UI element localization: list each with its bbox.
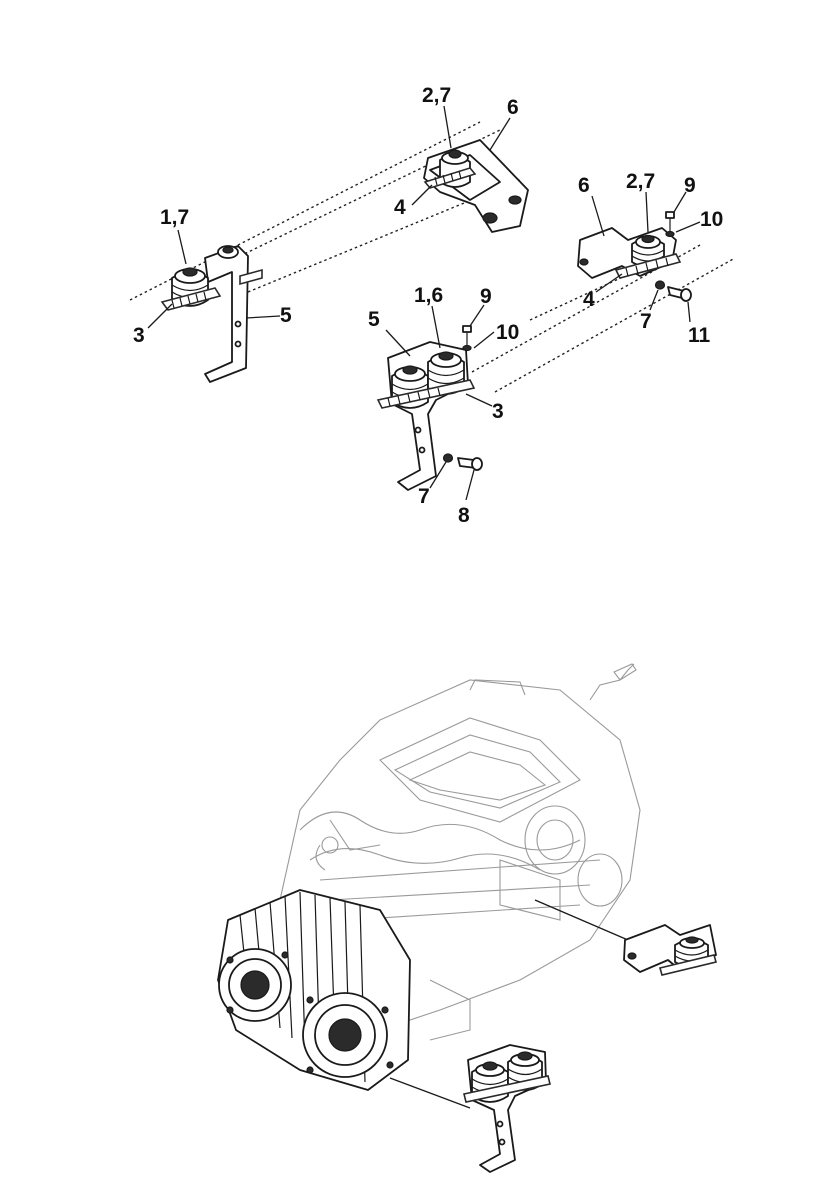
label-right-bracket: 6: [578, 174, 590, 197]
label-center-nut: 7: [418, 485, 430, 508]
label-upper-rear-mount: 2,7: [422, 84, 451, 107]
rear-mount-detail: [623, 924, 717, 976]
label-center-mount: 1,6: [414, 284, 443, 307]
label-right-mount: 2,7: [626, 170, 655, 193]
alignment-lines: [129, 121, 736, 393]
label-left-mount: 1,7: [160, 206, 189, 229]
label-left-pad: 3: [133, 324, 145, 347]
front-mount-detail: [463, 1044, 551, 1173]
label-right-nut: 7: [640, 310, 652, 333]
label-right-washer: 10: [700, 208, 723, 231]
left-mount: [160, 245, 263, 383]
engine-assembly-icon: [217, 663, 717, 1173]
label-center-screw: 8: [458, 504, 470, 527]
label-right-bolt: 9: [684, 174, 696, 197]
callout-labels: 2,7 6 4 1,7 3 5 6 2,7 9 10 4 7 11 5 1,6 …: [133, 84, 723, 527]
leader-lines: [147, 105, 701, 501]
right-mount: [577, 211, 692, 302]
label-upper-rear-bracket: 6: [507, 96, 519, 119]
engine-mount-exploded-icon: 2,7 6 4 1,7 3 5 6 2,7 9 10 4 7 11 5 1,6 …: [129, 84, 736, 527]
label-right-screw: 11: [688, 324, 711, 347]
label-right-pad: 4: [583, 288, 595, 311]
label-center-washer: 10: [496, 321, 519, 344]
label-center-bolt: 9: [480, 285, 492, 308]
leader-front-mount: [389, 1077, 471, 1109]
center-mount: [376, 325, 483, 491]
leader-rear-mount: [534, 899, 629, 941]
label-center-bracket: 5: [368, 308, 380, 331]
upper-rear-mount: [423, 139, 529, 233]
gearbox-housing: [217, 889, 411, 1091]
label-upper-rear-pad: 4: [394, 196, 406, 219]
label-left-bracket: 5: [280, 304, 292, 327]
label-center-pad: 3: [492, 400, 504, 423]
